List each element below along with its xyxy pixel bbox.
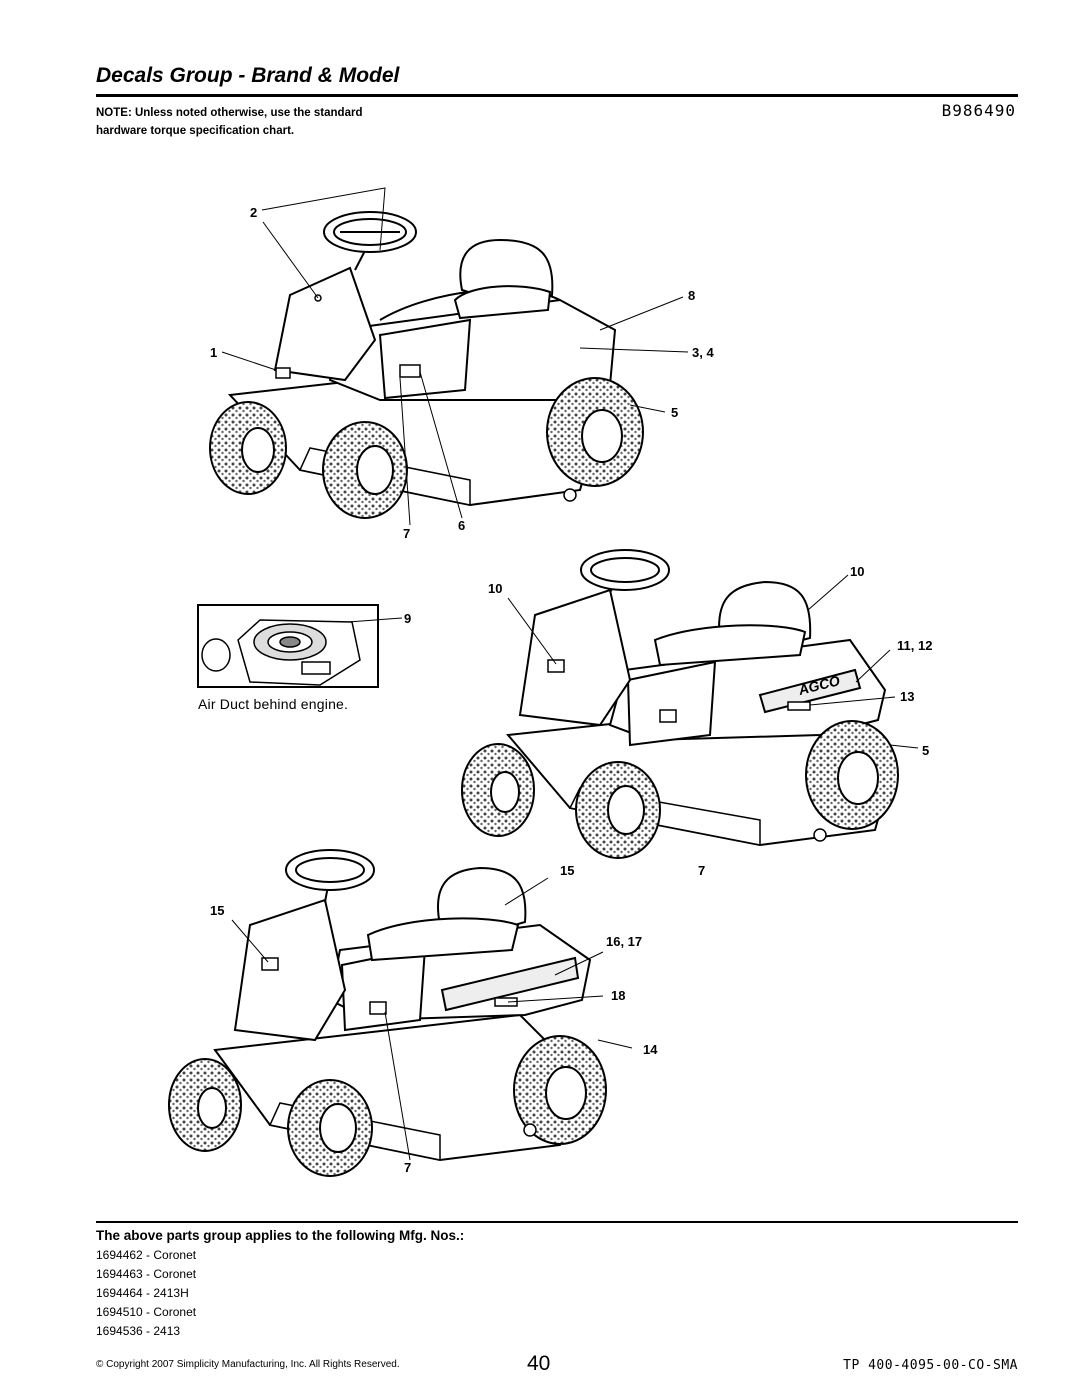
callout-label: 10 — [488, 581, 502, 596]
applies-heading: The above parts group applies to the fol… — [96, 1228, 465, 1243]
page-title: Decals Group - Brand & Model — [96, 64, 400, 87]
inset-caption: Air Duct behind engine. — [198, 696, 349, 712]
callout-label: 18 — [611, 988, 625, 1003]
callout-label: 7 — [404, 1160, 411, 1175]
callout-label: 1 — [210, 345, 217, 360]
list-item: 1694462 - Coronet — [96, 1248, 197, 1262]
air-duct-inset — [197, 604, 379, 688]
list-item: 1694536 - 2413 — [96, 1324, 181, 1338]
mfg-number-list: 1694462 - Coronet 1694463 - Coronet 1694… — [96, 1246, 196, 1341]
callout-label: 2 — [250, 205, 257, 220]
callout-label: 15 — [560, 863, 574, 878]
callout-label: 5 — [922, 743, 929, 758]
mower-illustration-middle — [461, 549, 899, 859]
callout-leaders-middle — [507, 574, 919, 749]
callout-label: 14 — [643, 1042, 658, 1057]
callout-label: 10 — [850, 564, 864, 579]
callout-label: 11, 12 — [897, 638, 932, 653]
applies-rule — [96, 1221, 1018, 1223]
callout-label: 3, 4 — [692, 345, 714, 360]
list-item: 1694510 - Coronet — [96, 1305, 197, 1319]
callout-leaders-top — [221, 187, 689, 526]
list-item: 1694463 - Coronet — [96, 1267, 197, 1281]
title-rule — [96, 94, 1018, 97]
callout-label: 6 — [458, 518, 465, 533]
callout-label: 9 — [404, 611, 411, 626]
callout-label: 7 — [403, 526, 410, 541]
copyright-text: © Copyright 2007 Simplicity Manufacturin… — [96, 1359, 400, 1370]
callout-label: 16, 17 — [606, 934, 642, 949]
callout-label: 7 — [698, 863, 705, 878]
callout-label: 13 — [900, 689, 914, 704]
mower-illustration-bottom — [168, 849, 607, 1177]
document-id: TP 400-4095-00-CO-SMA — [843, 1358, 1018, 1373]
reference-code: B986490 — [941, 101, 1016, 120]
page-number: 40 — [527, 1352, 551, 1375]
callout-leaders-bottom — [231, 877, 633, 1161]
callout-label: 8 — [688, 288, 695, 303]
torque-note: NOTE: Unless noted otherwise, use the st… — [96, 107, 363, 137]
callout-label: 5 — [671, 405, 678, 420]
mower-illustration-top — [209, 211, 644, 519]
list-item: 1694464 - 2413H — [96, 1286, 189, 1300]
callout-label: 15 — [210, 903, 224, 918]
